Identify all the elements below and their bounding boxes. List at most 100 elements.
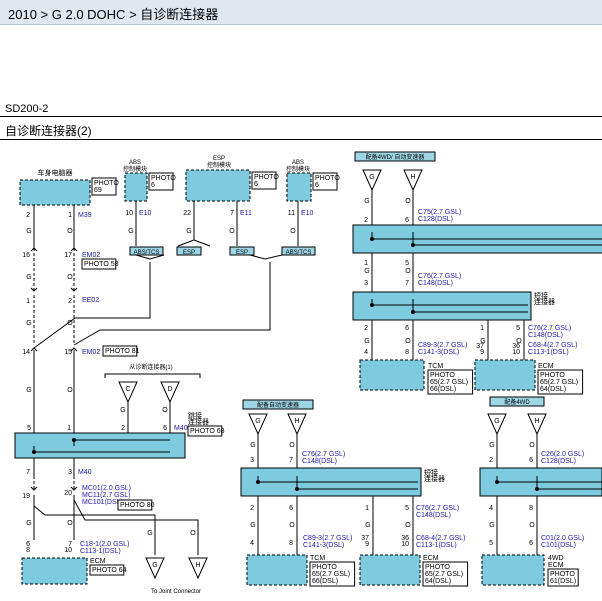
connector-id: EM02 [82,349,100,356]
bracket [104,373,201,378]
photo-ref-box[interactable] [547,568,579,587]
photo-ref-box[interactable] [89,564,125,576]
photo-ref-label: PHOTO [430,372,455,379]
wire [193,239,211,247]
module-name: ABS [129,160,141,166]
connector-id: C141-3(DSL) [303,542,344,549]
tcm-module-bm[interactable] [246,554,308,586]
pin-number: 1 [68,212,72,219]
photo-ref-box[interactable] [422,561,469,587]
ecm-module-left[interactable] [21,557,88,585]
wire-color-label: O [67,387,73,394]
diagram-code: SD200-2 [5,103,49,115]
pin-number: 10 [512,349,520,356]
photo-ref-label: 64(DSL) [425,578,451,585]
photo-ref-label: PHOTO [151,175,176,182]
wire-color-label: G [480,338,485,345]
wire-color-label: O [405,522,411,529]
wire [73,499,199,555]
photo-ref-box[interactable] [251,171,277,190]
wire-color-label: O [229,228,235,235]
tcm-module-tr[interactable] [359,359,425,391]
photo-ref-label: PHOTO 80 [120,502,155,509]
ecm-module-tr[interactable] [474,359,536,391]
splice-dot [495,480,499,484]
connector-id: C75(2.7 GSL) [418,209,461,216]
photo-ref-label: PHOTO 68 [190,428,225,435]
joint-connector-letter: H [534,418,539,425]
photo-ref-box[interactable] [187,425,223,437]
wire-color-label: G [26,228,31,235]
connector-id: MC01(2.0 GSL) [82,485,131,492]
splice-dot [295,487,299,491]
photo-ref-label: PHOTO 58 [84,261,119,268]
photo-ref-label: 66(DSL) [430,386,456,393]
connector-id: C148(DSL) [528,332,563,339]
pin-number: 8 [289,540,293,547]
photo-ref-box[interactable] [312,172,338,191]
joint-connector-letter: H [195,562,200,569]
connector-id: C76(2.7 GSL) [528,325,571,332]
wire-color-label: O [289,442,295,449]
photo-ref-label: 65(2.7 GSL) [312,571,350,578]
pin-number: 5 [405,260,409,267]
connector-group-label: 从诊断连接器(1) [129,363,172,371]
splice-dot [370,237,374,241]
wire-color-label: G [489,522,494,529]
connector-id: C113-1(DSL) [80,548,121,555]
wire-color-label: G [364,338,369,345]
pin-number: 15 [64,349,72,356]
wire-color-label: G [489,442,494,449]
breadcrumb-current-page: 自诊断连接器 [140,7,219,22]
wire [33,505,156,555]
pin-number: 36 [512,343,520,350]
pin-number: 20 [64,490,72,497]
pin-number: 2 [364,325,368,332]
module-name: TCM [310,555,325,562]
photo-ref-box[interactable] [309,561,356,587]
photo-ref-box[interactable] [81,258,117,270]
connector-arrow [30,486,38,491]
wire-color-label: G [128,228,133,235]
section-header-label: 配备4WD/ 自动变速器 [366,153,425,161]
section-header-label: 配备自动变速器 [257,401,299,409]
photo-ref-box[interactable] [148,172,174,191]
splice-dot [72,438,76,442]
connector-id: C01(2.0 GSL) [541,535,584,542]
breadcrumb-separator: > [40,7,49,22]
photo-ref-box[interactable] [537,369,584,395]
body-control-module[interactable] [19,179,91,206]
photo-ref-box[interactable] [102,345,138,357]
pin-number: 14 [22,349,30,356]
photo-ref-box[interactable] [117,499,153,511]
photo-ref-label: PHOTO [312,564,337,571]
joint-connector-letter: H [410,174,415,181]
abs-module-right[interactable] [286,172,312,202]
wire-color-label: G [364,268,369,275]
connector-id: C128(DSL) [541,458,576,465]
splice-dot [370,303,374,307]
pin-number: 6 [529,457,533,464]
to-joint-connector-label: To Joint Connector [151,589,201,595]
breadcrumb-year[interactable]: 2010 [8,7,37,22]
joint-connector-left[interactable] [14,432,186,459]
pin-number: 7 [230,210,234,217]
esp-module[interactable] [185,169,251,202]
pin-number: 10 [64,547,72,554]
4wd-ecm-module[interactable] [481,554,545,586]
wire-color-label: O [516,338,522,345]
splice-dot [535,487,539,491]
abs-module-left[interactable] [124,172,148,202]
wire-color-label: O [67,320,73,327]
joint-connector-tr[interactable] [352,291,532,321]
photo-ref-box[interactable] [91,177,117,196]
wire-color-label: O [67,274,73,281]
wire-color-label: O [289,522,295,529]
breadcrumb-engine[interactable]: G 2.0 DOHC [51,7,126,22]
joint-connector-symbol [248,413,268,436]
wire-color-label: O [405,338,411,345]
ecm-module-bm[interactable] [359,554,421,586]
joint-connector-letter: G [255,418,260,425]
photo-ref-box[interactable] [427,369,474,395]
pin-number: 6 [405,325,409,332]
